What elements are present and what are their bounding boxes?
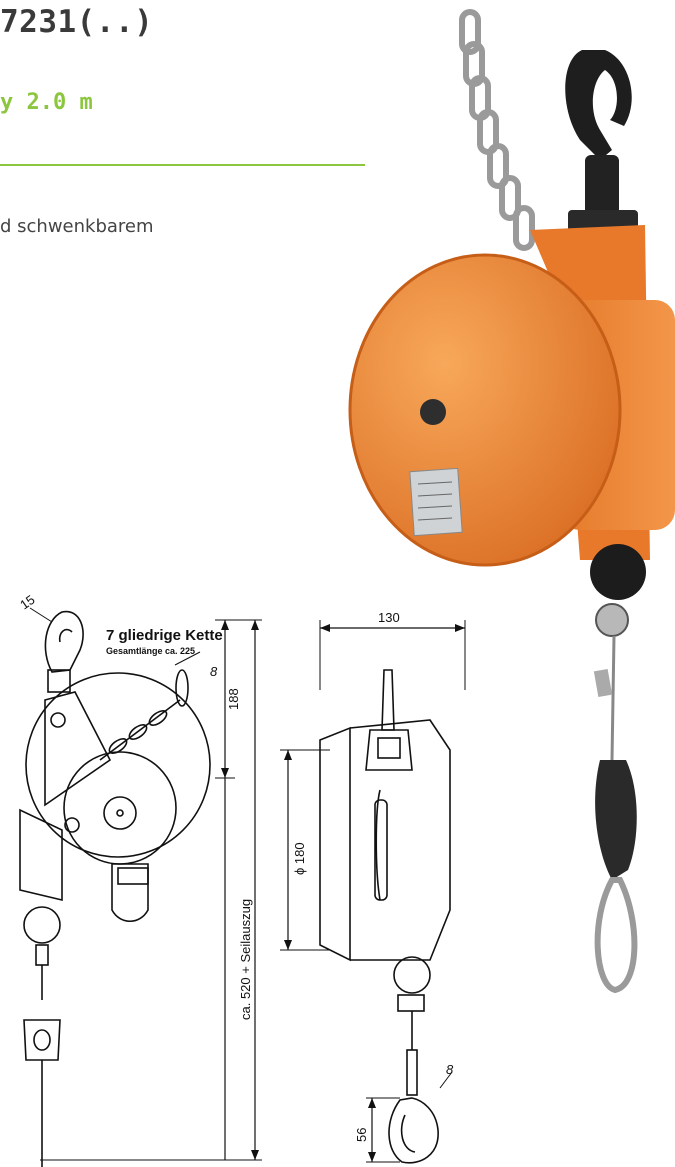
dim-total-label: ca. 520 + Seilauszug — [238, 899, 253, 1020]
dim-carabiner-label: 56 — [354, 1128, 369, 1142]
dim-carabiner-wire-label: 8 — [446, 1062, 454, 1077]
dim-hook-label: 15 — [17, 592, 37, 613]
chain-length-label: Gesamtlänge ca. 225 — [106, 646, 195, 656]
dim-height-label: 188 — [226, 688, 241, 710]
technical-drawing-side: 130 ϕ 180 8 56 — [280, 610, 466, 1164]
product-description: d schwenkbarem — [0, 216, 154, 237]
hook-icon — [565, 50, 638, 240]
green-divider — [0, 164, 365, 166]
product-title: 7231(..) — [0, 4, 154, 40]
product-subtitle: y 2.0 m — [0, 90, 93, 115]
dim-diameter-label: ϕ 180 — [292, 842, 307, 875]
technical-drawing-front: 15 7 gliedrige Kette Gesamtlänge ca. 225… — [17, 592, 262, 1167]
dim-width-label: 130 — [378, 610, 400, 625]
dim-link-label: 8 — [210, 664, 218, 679]
chain-icon — [459, 9, 535, 251]
chain-label: 7 gliedrige Kette — [106, 627, 223, 644]
